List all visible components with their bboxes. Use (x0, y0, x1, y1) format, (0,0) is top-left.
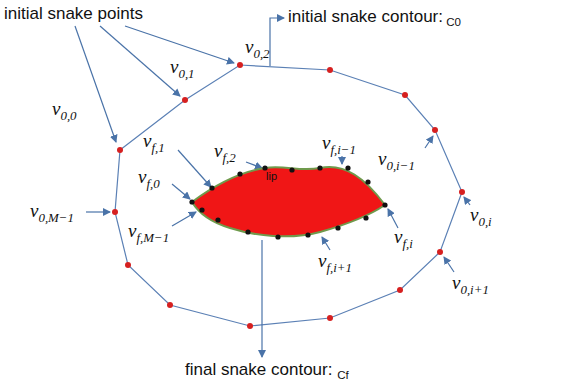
subscript: 0,0 (60, 108, 76, 123)
lip-region: lip (188, 162, 390, 242)
point-label: vf,1 (143, 130, 165, 152)
subscript: 0,2 (253, 46, 269, 61)
lip-shape (188, 162, 390, 242)
subscript: 0,i+1 (460, 282, 488, 297)
callout-text: initial snake points (4, 4, 143, 24)
point-label: v0,M−1 (30, 200, 74, 222)
point-label: vf,0 (138, 166, 160, 188)
initial-snake-points (112, 62, 465, 329)
subscript: C0 (443, 16, 461, 28)
point-label: v0,2 (245, 36, 270, 58)
callout-text: initial snake contour: C0 (288, 7, 461, 27)
point-label: v0,i−1 (378, 148, 415, 170)
subscript: 0,i−1 (386, 158, 414, 173)
subscript: 0,i (478, 214, 491, 229)
subscript: f,M−1 (136, 230, 169, 245)
point-label: v0,0 (52, 98, 77, 120)
subscript: f,1 (151, 140, 164, 155)
point-label: vf,2 (214, 140, 236, 162)
leader-arrows (75, 18, 470, 357)
region-name: lip (266, 170, 277, 182)
subscript: f,i+1 (326, 260, 352, 275)
point-label: vf,i (394, 226, 413, 248)
point-label: vf,M−1 (128, 220, 169, 242)
point-label: vf,i−1 (322, 132, 356, 154)
subscript: 0,1 (178, 66, 194, 81)
subscript: f,0 (146, 176, 159, 191)
point-label: v0,1 (170, 56, 195, 78)
subscript: Cf (337, 369, 349, 381)
initial-contour (115, 65, 462, 326)
point-label: vf,i+1 (318, 250, 352, 272)
point-label: v0,i+1 (452, 272, 489, 294)
subscript: f,i (402, 236, 412, 251)
subscript: f,i−1 (330, 142, 356, 157)
callout-text: final snake contour: Cf (185, 360, 349, 380)
subscript: 0,M−1 (38, 210, 74, 225)
subscript: f,2 (222, 150, 235, 165)
point-label: v0,i (470, 204, 492, 226)
